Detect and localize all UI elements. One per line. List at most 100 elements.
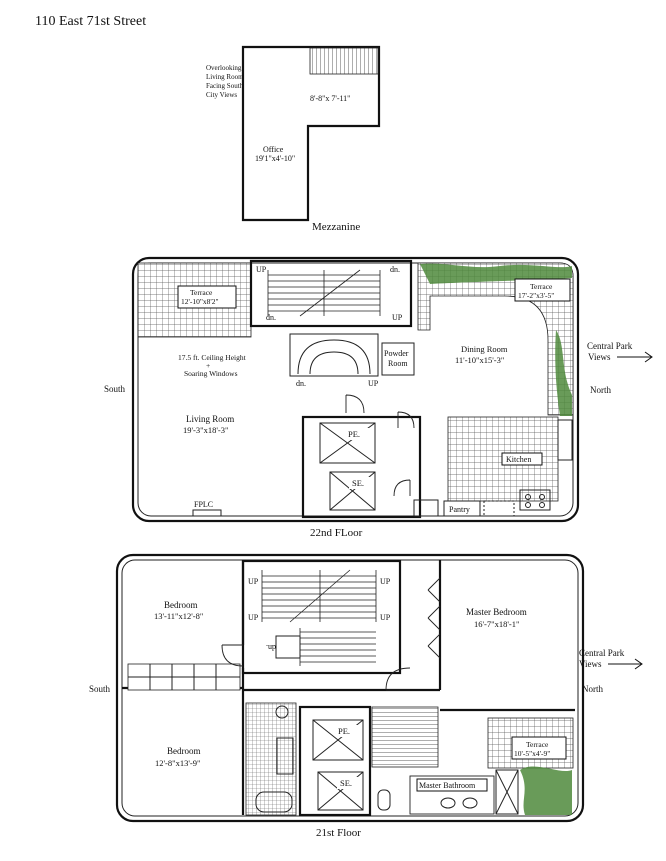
bedroom-2-dims: 12'-8"x13'-9"	[155, 758, 200, 768]
core-21	[298, 705, 372, 817]
bedroom-1-dims: 13'-11"x12'-8"	[154, 611, 203, 621]
stair-block-22	[249, 259, 413, 328]
elevator-pe-label-21: PE.	[338, 726, 350, 736]
terrace-right-dims: 17'-2"x3'-5"	[518, 291, 554, 300]
bath-left-tile	[245, 702, 297, 816]
stair-21-up-label-d: UP	[380, 613, 391, 622]
fireplace-label: FPLC	[194, 500, 213, 509]
mezzanine-outline	[241, 45, 381, 222]
stair-21-up-label-c: UP	[248, 613, 259, 622]
tub-icon	[255, 791, 293, 813]
door-22-a	[345, 394, 365, 414]
floor-21-caption: 21st Floor	[316, 827, 361, 839]
door-21-a	[221, 644, 244, 667]
master-bedroom-dims: 16'-7"x18'-1"	[474, 619, 519, 629]
arrow-right-icon	[617, 351, 653, 363]
elevator-se-21	[317, 771, 364, 811]
elevator-se-label-21: SE.	[340, 778, 352, 788]
page-title: 110 East 71st Street	[35, 14, 146, 29]
arrow-right-icon	[608, 658, 643, 670]
south-label-21: South	[89, 684, 111, 694]
terrace-21-label: Terrace	[526, 740, 549, 749]
spiral-stair	[297, 339, 371, 375]
master-bedroom-label: Master Bedroom	[466, 607, 527, 617]
overlook-note-4: City Views	[206, 91, 237, 99]
closet-door-21-b	[427, 605, 441, 631]
powder-room-label-1: Powder	[384, 349, 409, 358]
spiral-dn-label: dn.	[296, 379, 306, 388]
living-room-dims: 19'-3"x18'-3"	[183, 425, 228, 435]
north-label-22: North	[590, 385, 611, 395]
floor-21-outline	[115, 553, 585, 823]
floor-21-plan: UP UP UP UP dn. PE. SE. Master Ba	[89, 553, 643, 839]
sink-icon-b	[462, 797, 478, 809]
pantry-label: Pantry	[449, 505, 470, 514]
overlook-note-1: Overlooking	[206, 64, 242, 72]
powder-room-label-2: Room	[388, 359, 408, 368]
spiral-up-label: UP	[368, 379, 379, 388]
mezzanine-room-dims: 8'-8"x 7'-11"	[310, 94, 350, 103]
soaring-windows-note: Soaring Windows	[184, 369, 238, 378]
stair-block-21	[241, 559, 402, 675]
views-label-22: Views	[588, 352, 611, 362]
elevator-pe-21	[312, 719, 364, 761]
elevator-pe-label-22: PE.	[348, 429, 360, 439]
dining-room-dims: 11'-10"x15'-3"	[455, 355, 504, 365]
pantry	[443, 500, 481, 517]
terrace-left-label: Terrace	[190, 288, 213, 297]
planting-21	[520, 766, 572, 815]
mezzanine-caption: Mezzanine	[312, 221, 360, 233]
door-21-b	[385, 667, 411, 691]
overlook-note-3: Facing South	[206, 82, 244, 90]
central-park-label-21: Central Park	[579, 648, 625, 658]
office-label: Office	[263, 145, 284, 154]
closet-door-21-a	[427, 577, 441, 603]
range	[519, 489, 551, 511]
closet-door-21-c	[427, 633, 441, 659]
kitchen-label: Kitchen	[506, 455, 531, 464]
mezzanine-plan: Overlooking Living Room Facing South Cit…	[206, 45, 381, 233]
stair-flight-21	[261, 569, 377, 666]
stair-22-dn-label-right: dn.	[390, 265, 400, 274]
elevator-se-label-22: SE.	[352, 478, 364, 488]
toilet-icon	[275, 705, 289, 719]
floor-22-caption: 22nd FLoor	[310, 527, 363, 539]
overlook-note-2: Living Room	[206, 73, 244, 81]
bedroom-1-label: Bedroom	[164, 600, 198, 610]
master-bathroom-label: Master Bathroom	[419, 781, 476, 790]
living-room-label: Living Room	[186, 414, 234, 424]
fireplace	[192, 509, 222, 517]
floor-22-outline	[131, 256, 580, 523]
bedroom-2-label: Bedroom	[167, 746, 201, 756]
ceiling-plus: +	[206, 361, 210, 370]
sink-icon-a	[440, 797, 456, 809]
terrace-21-dims: 10'-5"x4'-9"	[514, 749, 550, 758]
terrace-right-label: Terrace	[530, 282, 553, 291]
stair-22-up-label: UP	[256, 265, 267, 274]
floor-22-plan: Terrace 12'-10"x8'2" UP dn. dn. UP Terra…	[104, 256, 653, 539]
powder-fixture	[413, 499, 439, 517]
south-label-22: South	[104, 384, 126, 394]
stair-22-up-label-right: UP	[392, 313, 403, 322]
planting-strip-right	[555, 330, 572, 416]
central-park-label-22: Central Park	[587, 341, 633, 351]
stair-21-up-label-b: UP	[380, 577, 391, 586]
door-22-b	[397, 411, 415, 429]
elevator-pe-22	[319, 422, 376, 464]
shower	[495, 769, 519, 815]
dining-room-label: Dining Room	[461, 344, 508, 354]
stair-flight-22-a	[267, 269, 381, 317]
mezzanine-stair	[309, 47, 379, 75]
master-closet	[371, 706, 439, 768]
stair-21-dn-label-flipped: dn.	[266, 643, 276, 652]
north-label-21: North	[582, 684, 603, 694]
core-22	[301, 415, 422, 519]
stair-22-dn-label-left: dn.	[266, 313, 276, 322]
elevator-se-22	[329, 471, 376, 511]
ceiling-height-note: 17.5 ft. Ceiling Height	[178, 353, 247, 362]
terrace-left-dims: 12'-10"x8'2"	[181, 297, 219, 306]
views-label-21: Views	[579, 659, 602, 669]
office-dims: 19'1"x4'-10"	[255, 154, 295, 163]
powder-room	[381, 342, 415, 376]
